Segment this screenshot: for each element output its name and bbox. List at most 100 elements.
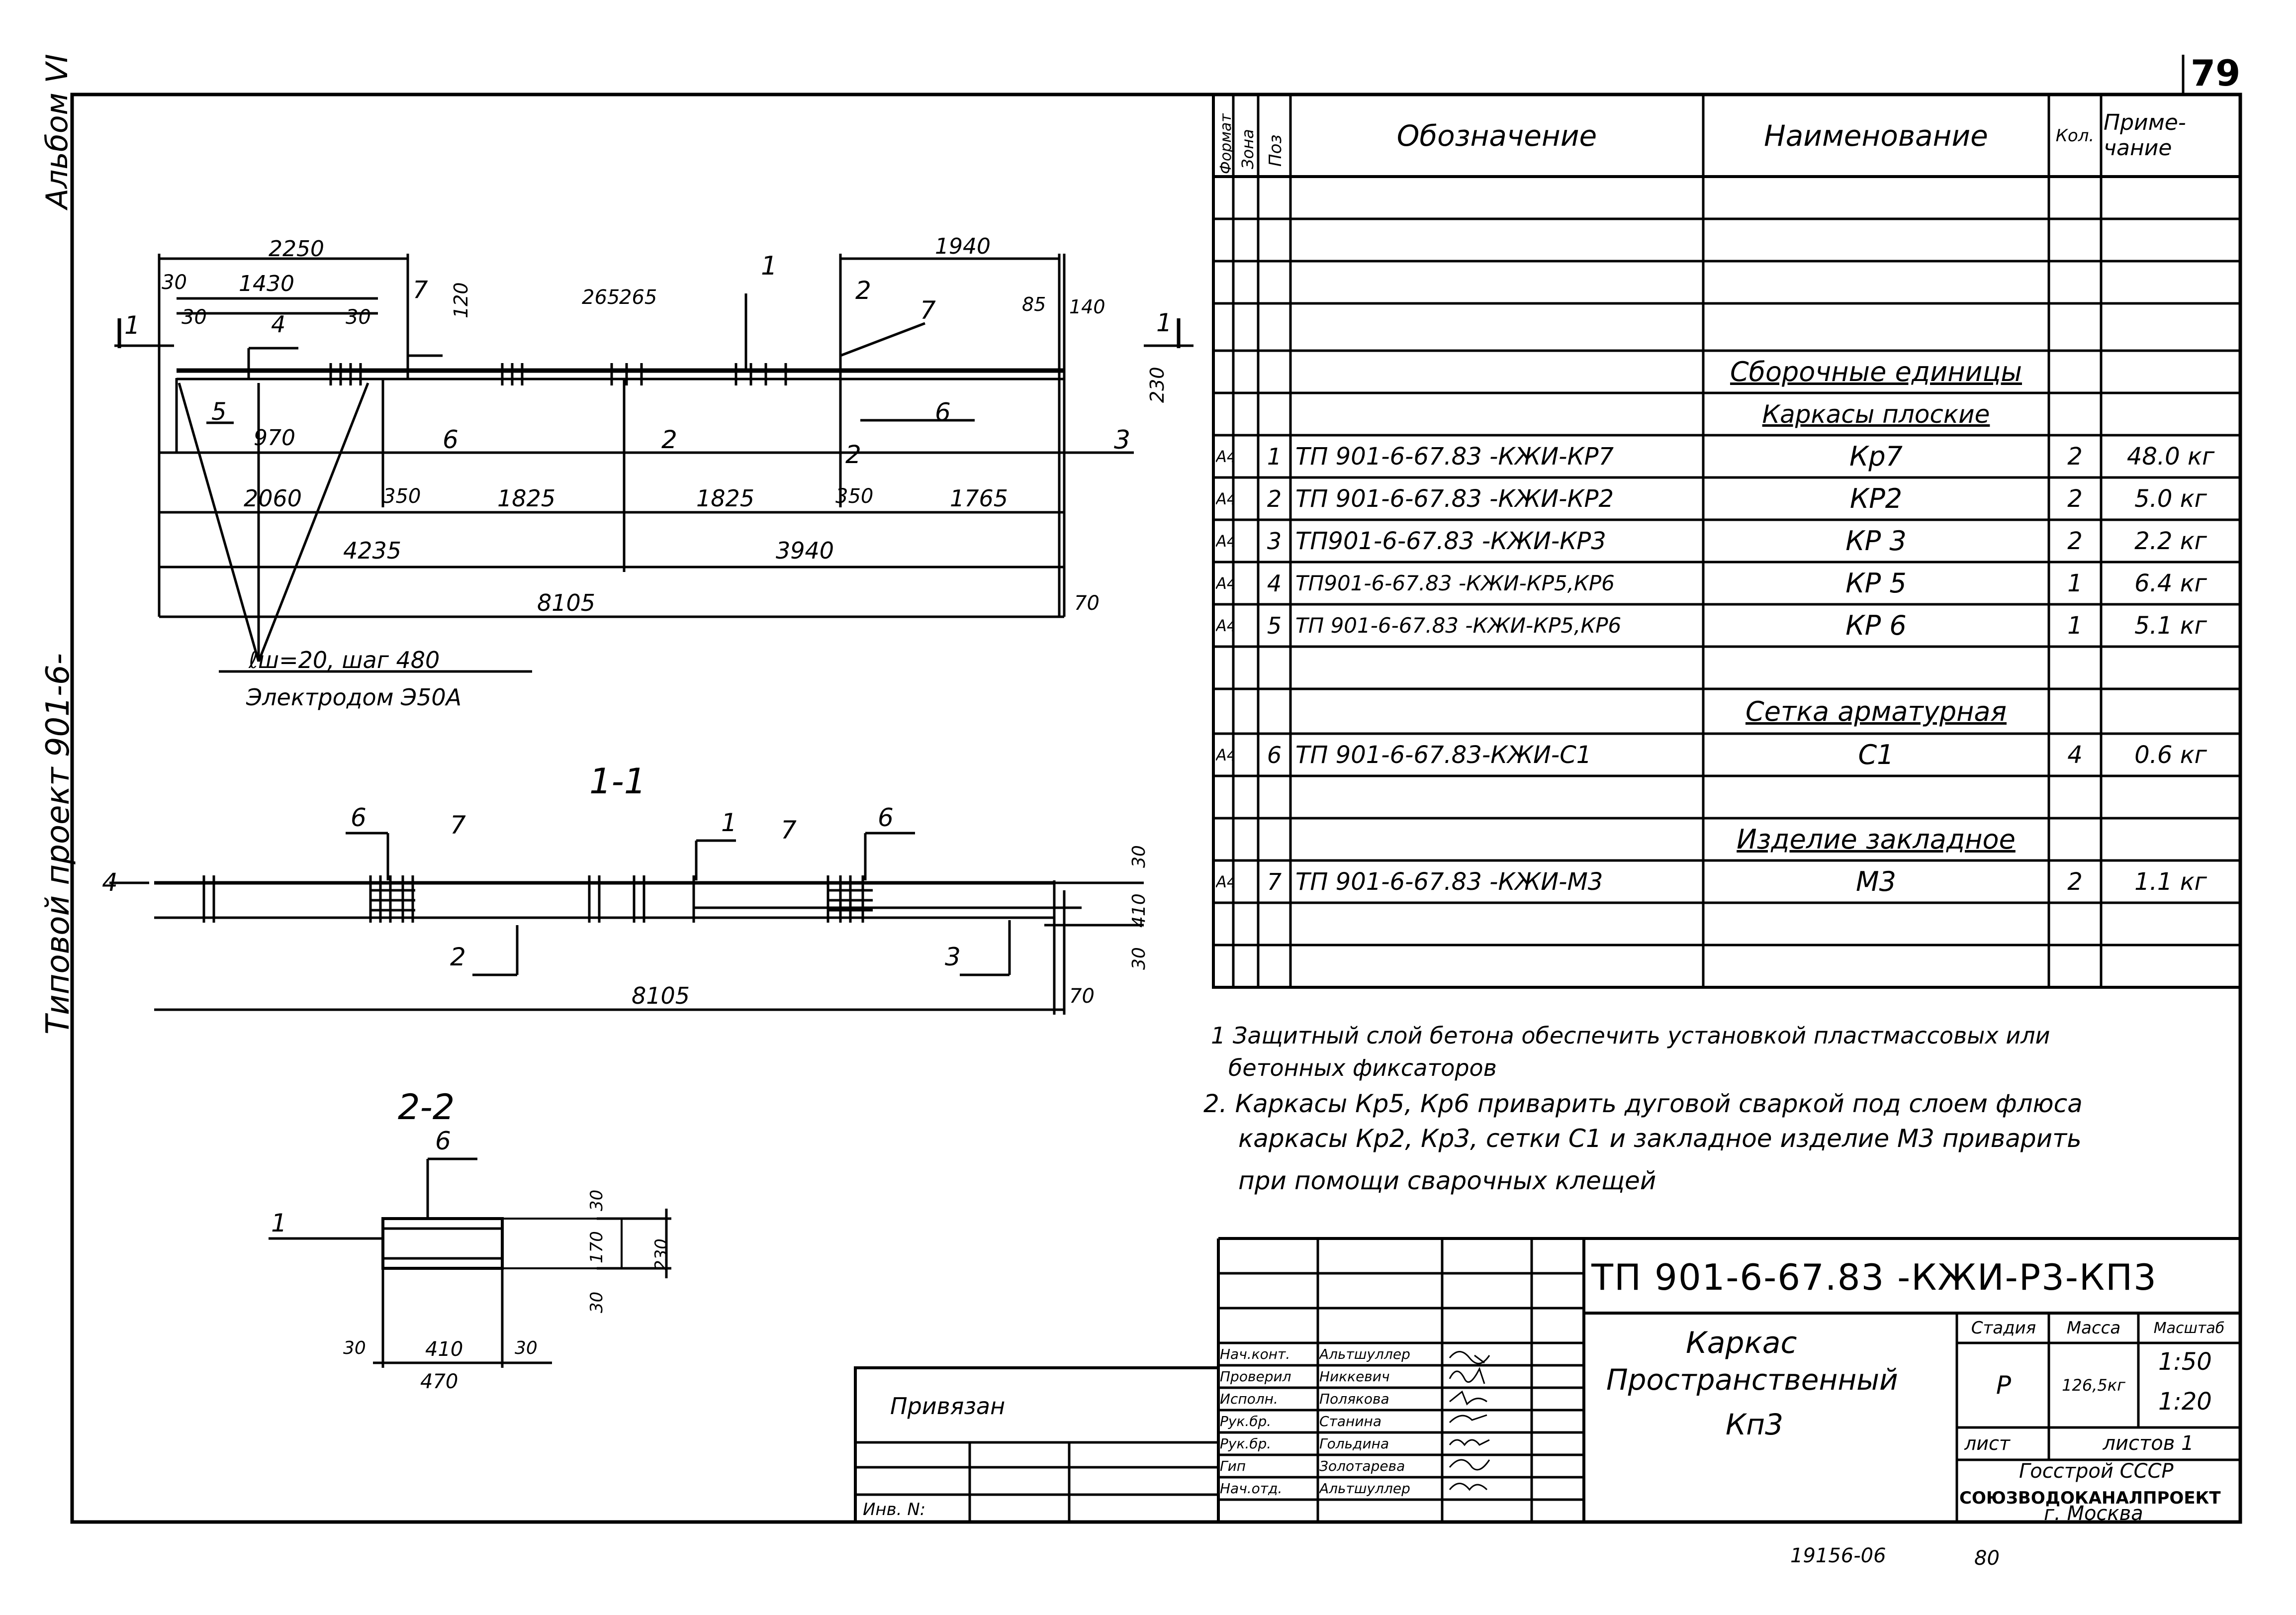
label-pos-5: 5 xyxy=(211,398,227,426)
signatures-image xyxy=(1449,1351,1490,1491)
row2-pos: 2 xyxy=(1267,485,1282,512)
s22-dim-230: 230 xyxy=(651,1238,671,1271)
row1-pos: 1 xyxy=(1267,443,1282,470)
s22-label-6: 6 xyxy=(435,1127,451,1155)
section-mesh: Сетка арматурная xyxy=(1745,695,2007,727)
note-2-line-2: каркасы Кр2, Кр3, сетки С1 и закладное и… xyxy=(1238,1124,2082,1153)
s22-dim-170: 170 xyxy=(587,1231,607,1263)
label-cut-2b: 2 xyxy=(845,440,861,469)
s22-dim-30a: 30 xyxy=(587,1189,607,1211)
dim-970: 970 xyxy=(254,425,295,451)
scale-value-2: 1:20 xyxy=(2158,1388,2212,1416)
row2-name: КР2 xyxy=(1849,483,1903,514)
title-line-2: Пространственный xyxy=(1606,1363,1898,1397)
row4-designation: ТП901-6-67.83 -КЖИ-КР5,КР6 xyxy=(1295,571,1615,595)
role-3: Исполн. xyxy=(1220,1391,1278,1407)
dim-70-plan: 70 xyxy=(1074,592,1100,615)
row7-qty: 2 xyxy=(2067,867,2083,896)
name-7: Альтшуллер xyxy=(1319,1480,1410,1497)
label-pos-6a: 6 xyxy=(443,425,459,454)
row4-qty: 1 xyxy=(2067,569,2083,597)
row6-designation: ТП 901-6-67.83-КЖИ-С1 xyxy=(1295,741,1592,769)
role-2: Проверил xyxy=(1220,1368,1291,1385)
s11-dim-70: 70 xyxy=(1069,985,1095,1008)
section-mark-left: 1 xyxy=(124,311,140,340)
header-note: Приме-чание xyxy=(2104,109,2186,161)
dim-350b: 350 xyxy=(835,485,874,508)
s11-label-1: 1 xyxy=(721,808,737,837)
org-1: Госстрой СССР xyxy=(2019,1460,2174,1483)
dim-1825a: 1825 xyxy=(497,485,556,512)
row4-format: А4 xyxy=(1216,573,1233,593)
stage-label: Стадия xyxy=(1971,1318,2036,1338)
s11-dim-30a: 30 xyxy=(1129,845,1149,868)
role-4: Рук.бр. xyxy=(1220,1413,1272,1429)
row7-designation: ТП 901-6-67.83 -КЖИ-М3 xyxy=(1295,867,1603,896)
album-label: Альбом VI xyxy=(40,54,75,209)
role-1: Нач.конт. xyxy=(1220,1346,1290,1362)
dim-1765: 1765 xyxy=(950,485,1009,512)
note-2-line-1: 2. Каркасы Кр5, Кр6 приварить дуговой св… xyxy=(1203,1089,2083,1118)
label-pos-7b: 7 xyxy=(920,296,936,325)
s11-dim-410: 410 xyxy=(1129,893,1149,928)
bound-label: Привязан xyxy=(890,1393,1006,1420)
row3-format: А4 xyxy=(1216,531,1233,551)
s22-label-1: 1 xyxy=(271,1209,287,1237)
note-2-line-3: при помощи сварочных клещей xyxy=(1238,1166,1656,1195)
label-pos-3: 3 xyxy=(1114,425,1131,455)
dim-30b: 30 xyxy=(182,306,207,329)
s11-label-7a: 7 xyxy=(450,811,466,840)
role-7: Нач.отд. xyxy=(1220,1480,1283,1497)
row4-name: КР 5 xyxy=(1845,568,1907,599)
dim-8105-plan: 8105 xyxy=(537,589,596,616)
s11-label-2: 2 xyxy=(450,943,466,971)
row1-name: Кр7 xyxy=(1849,441,1903,472)
dim-4235: 4235 xyxy=(343,537,402,564)
section-mark-right: 1 xyxy=(1156,308,1172,337)
stage-value: Р xyxy=(1996,1371,2012,1400)
dim-265a: 265 xyxy=(582,286,620,309)
sheet-label: лист xyxy=(1964,1432,2011,1454)
inv-label: Инв. N: xyxy=(863,1500,926,1520)
section-2-2-title: 2-2 xyxy=(398,1087,455,1128)
sheets-label: листов 1 xyxy=(2103,1432,2194,1455)
row3-name: КР 3 xyxy=(1845,525,1907,557)
row3-designation: ТП901-6-67.83 -КЖИ-КР3 xyxy=(1295,527,1606,555)
header-format: Формат xyxy=(1217,113,1235,174)
row5-note: 5.1 кг xyxy=(2134,611,2207,640)
row7-name: М3 xyxy=(1856,866,1896,897)
mass-label: Масса xyxy=(2066,1318,2121,1338)
row5-designation: ТП 901-6-67.83 -КЖИ-КР5,КР6 xyxy=(1295,613,1622,638)
name-1: Альтшуллер xyxy=(1319,1346,1410,1362)
header-zone: Зона xyxy=(1238,129,1257,169)
sheet-number: 79 xyxy=(2191,52,2241,94)
row7-pos: 7 xyxy=(1267,868,1282,895)
row5-qty: 1 xyxy=(2067,611,2083,640)
s22-dim-410: 410 xyxy=(425,1338,463,1361)
role-6: Гип xyxy=(1220,1458,1246,1474)
s11-dim-30b: 30 xyxy=(1129,947,1149,970)
weld-note: ℓш=20, шаг 480 xyxy=(249,647,440,673)
dim-2060: 2060 xyxy=(244,485,302,512)
dim-140: 140 xyxy=(1069,296,1105,318)
dim-120: 120 xyxy=(450,282,472,318)
row7-format: А4 xyxy=(1216,872,1233,891)
s22-dim-30d: 30 xyxy=(515,1338,538,1358)
name-6: Золотарева xyxy=(1319,1458,1405,1474)
name-5: Гольдина xyxy=(1319,1435,1389,1452)
footer-number-right: 80 xyxy=(1974,1547,2000,1570)
header-qty: Кол. xyxy=(2055,125,2095,146)
header-name: Наименование xyxy=(1764,118,1988,153)
dim-3940: 3940 xyxy=(776,537,834,564)
row6-note: 0.6 кг xyxy=(2134,741,2207,769)
row5-pos: 5 xyxy=(1267,612,1282,639)
label-pos-4: 4 xyxy=(271,311,286,338)
name-4: Станина xyxy=(1319,1413,1381,1429)
name-2: Никкевич xyxy=(1319,1368,1390,1385)
label-pos-2: 2 xyxy=(661,425,677,454)
note-1-line-1: 1 Защитный слой бетона обеспечить устано… xyxy=(1211,1022,2050,1049)
project-label: Типовой проект 901-6- xyxy=(40,653,77,1035)
row7-note: 1.1 кг xyxy=(2134,867,2207,896)
s11-label-3: 3 xyxy=(945,943,961,971)
scale-label: Масштаб xyxy=(2153,1319,2225,1337)
